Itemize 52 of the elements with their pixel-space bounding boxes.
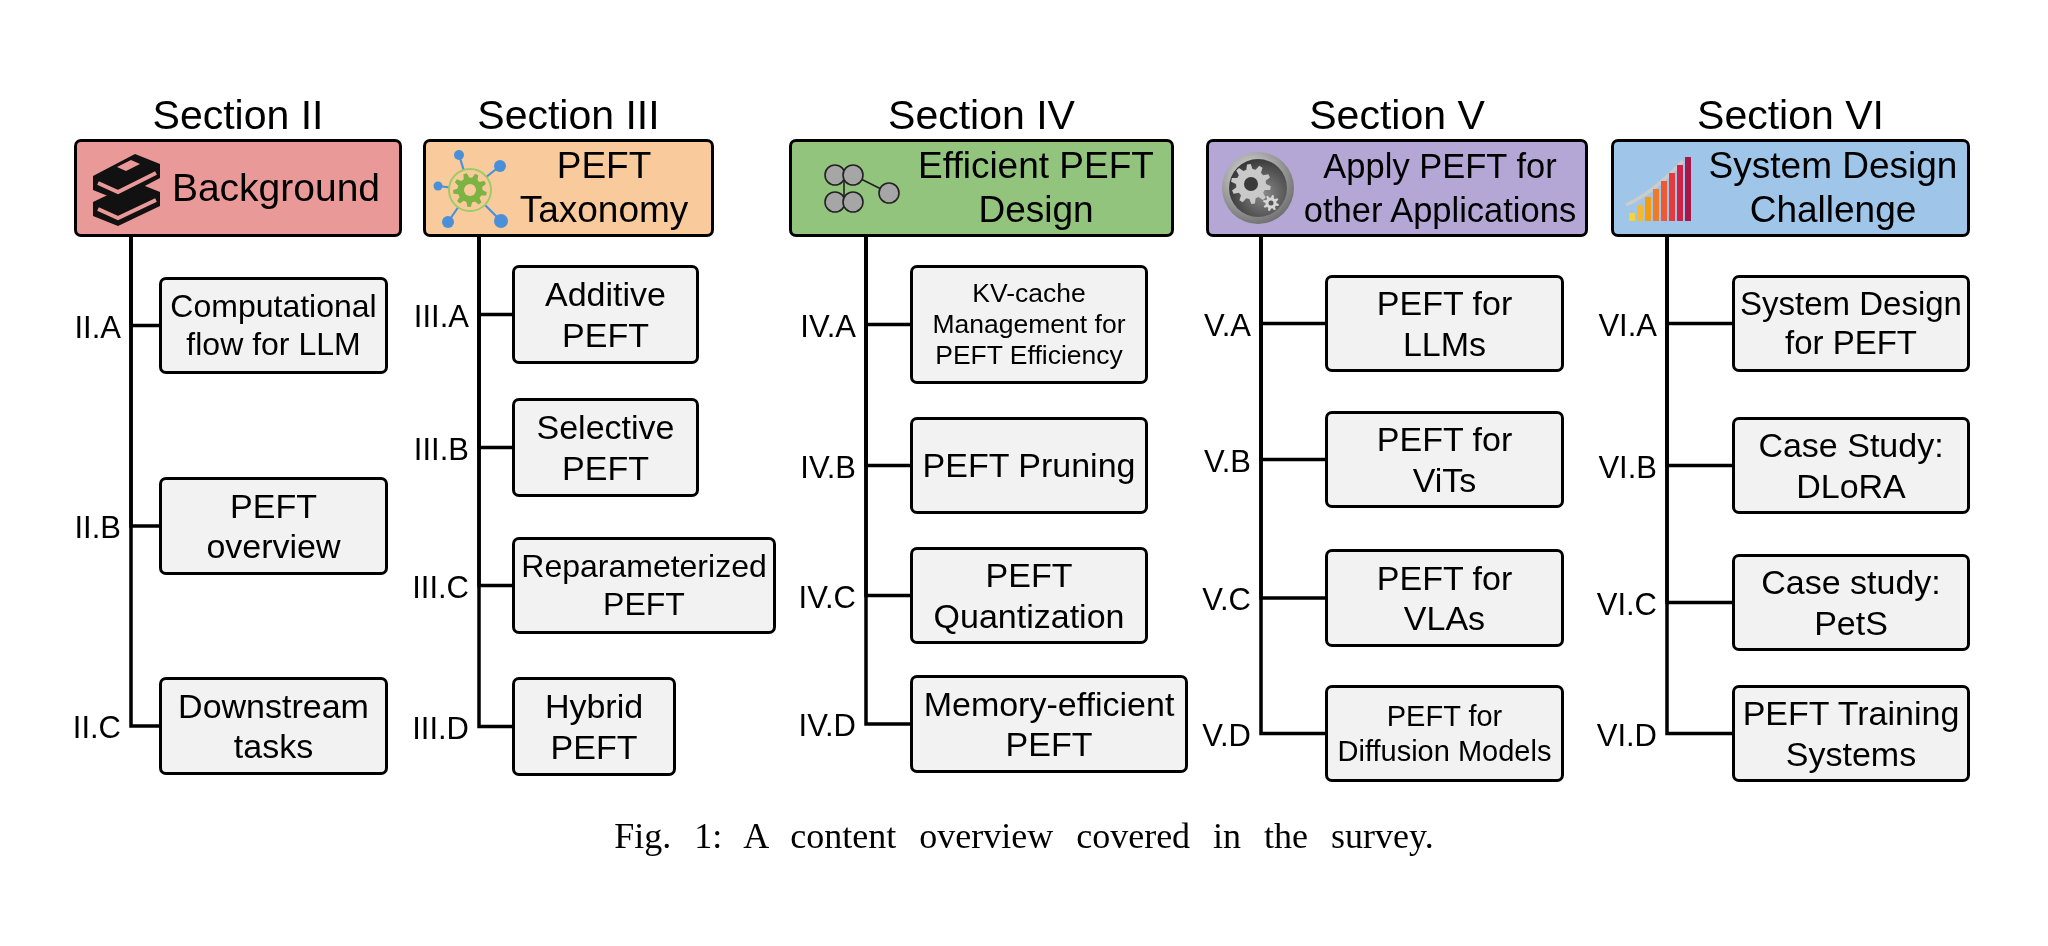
subsection-number: III.D xyxy=(412,709,469,748)
tree-connector xyxy=(477,237,512,729)
section-heading: Section V xyxy=(1309,92,1485,139)
subsection-number: III.A xyxy=(413,297,469,336)
section-heading: Section VI xyxy=(1697,92,1884,139)
subsection-number: II.B xyxy=(74,509,121,547)
subsection-number: VI.D xyxy=(1596,716,1657,755)
section-heading: Section III xyxy=(477,92,660,139)
subsection-box: PEFT overview xyxy=(159,477,388,575)
subsection-box: Hybrid PEFT xyxy=(512,677,676,776)
subsection-number: VI.A xyxy=(1598,306,1657,345)
subsection-box: PEFT for Diffusion Models xyxy=(1325,685,1564,782)
subsection-number: III.C xyxy=(412,568,469,607)
subsection-box: Case study: PetS xyxy=(1732,554,1970,651)
subsection-box: Additive PEFT xyxy=(512,265,699,364)
subsection-number: IV.C xyxy=(798,578,856,617)
section-title: Background xyxy=(171,166,381,210)
section-title: Efficient PEFT Design xyxy=(917,144,1155,232)
subsection-number: V.B xyxy=(1203,442,1251,481)
section-title: Apply PEFT for other Applications xyxy=(1302,146,1578,231)
subsection-box: System Design for PEFT xyxy=(1732,275,1970,372)
section-heading: Section IV xyxy=(888,92,1075,139)
subsection-box: Reparameterized PEFT xyxy=(512,537,776,634)
subsection-number: II.C xyxy=(72,709,121,747)
section-title: System Design Challenge xyxy=(1707,144,1959,232)
subsection-box: PEFT Quantization xyxy=(910,547,1148,644)
subsection-number: V.A xyxy=(1203,306,1251,345)
subsection-box: Downstream tasks xyxy=(159,677,388,775)
subsection-number: V.C xyxy=(1202,581,1251,619)
subsection-box: PEFT for ViTs xyxy=(1325,411,1564,508)
subsection-box: PEFT for LLMs xyxy=(1325,275,1564,372)
section-title: PEFT Taxonomy xyxy=(518,144,690,232)
tree-connector xyxy=(864,237,910,726)
subsection-number: IV.D xyxy=(798,707,856,745)
subsection-box: Memory-efficient PEFT xyxy=(910,675,1188,773)
subsection-number: VI.C xyxy=(1596,585,1657,624)
subsection-box: KV-cache Management for PEFT Efficiency xyxy=(910,265,1148,384)
subsection-number: II.A xyxy=(74,308,121,347)
subsection-number: IV.A xyxy=(800,307,856,346)
subsection-box: Computational flow for LLM xyxy=(159,277,388,374)
subsection-number: IV.B xyxy=(800,448,856,487)
subsection-number: III.B xyxy=(413,430,469,469)
subsection-box: Case Study: DLoRA xyxy=(1732,417,1970,514)
figure-caption: Fig. 1: A content overview covered in the survey. xyxy=(614,815,1434,857)
subsection-box: PEFT Pruning xyxy=(910,417,1148,514)
tree-connector xyxy=(129,237,159,728)
subsection-box: Selective PEFT xyxy=(512,398,699,497)
subsection-number: V.D xyxy=(1202,716,1251,755)
subsection-number: VI.B xyxy=(1598,448,1657,487)
subsection-box: PEFT for VLAs xyxy=(1325,549,1564,647)
section-heading: Section II xyxy=(152,92,324,139)
subsection-box: PEFT Training Systems xyxy=(1732,685,1970,782)
